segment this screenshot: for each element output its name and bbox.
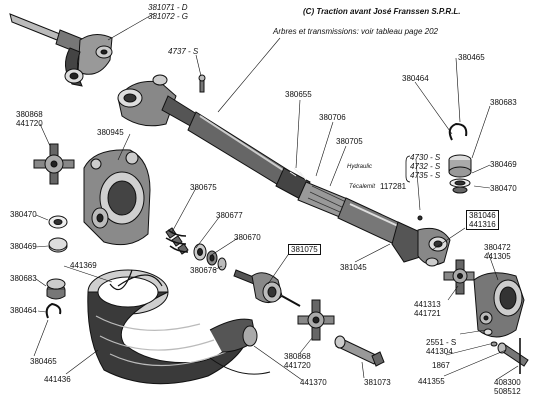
part-label-381075: 381075 bbox=[288, 244, 321, 255]
part-label-380464-top: 380464 bbox=[402, 74, 429, 83]
spring-and-seals-drawing bbox=[165, 227, 227, 271]
part-label-380670: 380670 bbox=[234, 233, 261, 242]
main-driveshaft-drawing bbox=[117, 74, 451, 267]
hub-yoke-right-drawing bbox=[473, 272, 525, 338]
part-label-381045: 381045 bbox=[340, 263, 367, 272]
stub-shaft-drawing bbox=[233, 269, 301, 307]
part-label-380868-441720-left: 380868 441720 bbox=[16, 110, 43, 128]
part-number: 380868 bbox=[284, 352, 311, 361]
part-number: 441305 bbox=[484, 252, 511, 261]
part-number: 380868 bbox=[16, 110, 43, 119]
part-number: 441720 bbox=[284, 361, 311, 370]
part-number: 441720 bbox=[16, 119, 43, 128]
tecalemit-label: Técalemit bbox=[349, 184, 376, 190]
part-number: 441304 bbox=[426, 347, 453, 356]
part-number: 2551 - S bbox=[426, 338, 457, 347]
part-number: 4735 - S bbox=[410, 171, 441, 180]
part-label-380469-top: 380469 bbox=[490, 160, 517, 169]
spider-left-drawing bbox=[33, 143, 75, 185]
part-label-441313-441721: 441313 441721 bbox=[414, 300, 441, 318]
diagram-caption: Arbres et transmissions: voir tableau pa… bbox=[273, 27, 438, 36]
part-label-1867: 1867 bbox=[432, 361, 450, 370]
part-label-380470-left: 380470 bbox=[10, 210, 37, 219]
part-number: 381071 - D bbox=[148, 3, 188, 12]
spider-center-drawing bbox=[297, 299, 335, 341]
part-label-380464-left: 380464 bbox=[10, 306, 37, 315]
short-shaft-drawing bbox=[9, 13, 113, 87]
part-label-380945: 380945 bbox=[97, 128, 124, 137]
grease-nipple-drawing bbox=[198, 74, 206, 93]
pin-drawing bbox=[334, 335, 385, 367]
part-label-380683-left: 380683 bbox=[10, 274, 37, 283]
part-number: 441721 bbox=[414, 309, 441, 318]
part-label-380465-top: 380465 bbox=[458, 53, 485, 62]
part-label-4737: 4737 - S bbox=[168, 47, 199, 56]
part-label-117281: 117281 bbox=[380, 182, 407, 191]
part-number: 4732 - S bbox=[410, 162, 441, 171]
part-number: 408300 bbox=[494, 378, 521, 387]
part-label-380677: 380677 bbox=[216, 211, 243, 220]
hydraulic-label: Hydraulic bbox=[347, 164, 373, 170]
washers-left-drawing bbox=[45, 215, 68, 319]
part-label-380465-left: 380465 bbox=[30, 357, 57, 366]
part-label-4730-4732-4735: 4730 - S 4732 - S 4735 - S bbox=[410, 153, 440, 180]
part-label-381073: 381073 bbox=[364, 378, 391, 387]
part-label-380683-top: 380683 bbox=[490, 98, 517, 107]
part-number: 381046 bbox=[469, 211, 496, 220]
part-number: 441316 bbox=[469, 220, 496, 229]
part-number: 508512 bbox=[494, 387, 521, 396]
yoke-housing-drawing bbox=[83, 149, 151, 246]
part-number: 381072 - G bbox=[148, 12, 189, 21]
copyright-notice: (C) Traction avant José Franssen S.P.R.L… bbox=[303, 7, 461, 16]
part-label-380676: 380676 bbox=[190, 266, 217, 275]
part-label-380868-441720-center: 380868 441720 bbox=[284, 352, 311, 370]
leader-lines bbox=[33, 12, 519, 381]
part-label-2551-441304: 2551 - S 441304 bbox=[426, 338, 456, 356]
part-label-380655: 380655 bbox=[285, 90, 312, 99]
part-label-380469-left: 380469 bbox=[10, 242, 37, 251]
part-label-441355: 441355 bbox=[418, 377, 445, 386]
small-rings-drawing bbox=[417, 122, 472, 221]
part-label-380706: 380706 bbox=[319, 113, 346, 122]
rubber-boot-drawing bbox=[87, 269, 271, 385]
spider-right-drawing bbox=[443, 259, 475, 295]
part-label-380675: 380675 bbox=[190, 183, 217, 192]
part-label-381046-441316: 381046 441316 bbox=[466, 210, 499, 230]
part-label-408300-508512: 408300 508512 bbox=[494, 378, 521, 396]
part-label-381071-381072: 381071 - D 381072 - G bbox=[148, 3, 188, 21]
part-label-441369: 441369 bbox=[70, 261, 97, 270]
part-label-380705: 380705 bbox=[336, 137, 363, 146]
part-number: 441313 bbox=[414, 300, 441, 309]
bolt-and-nut-drawing bbox=[483, 328, 529, 374]
part-number: 380472 bbox=[484, 243, 511, 252]
part-label-441436: 441436 bbox=[44, 375, 71, 384]
part-label-380470-top: 380470 bbox=[490, 184, 517, 193]
part-label-380472-441305: 380472 441305 bbox=[484, 243, 511, 261]
part-label-441370: 441370 bbox=[300, 378, 327, 387]
part-number: 4730 - S bbox=[410, 153, 441, 162]
